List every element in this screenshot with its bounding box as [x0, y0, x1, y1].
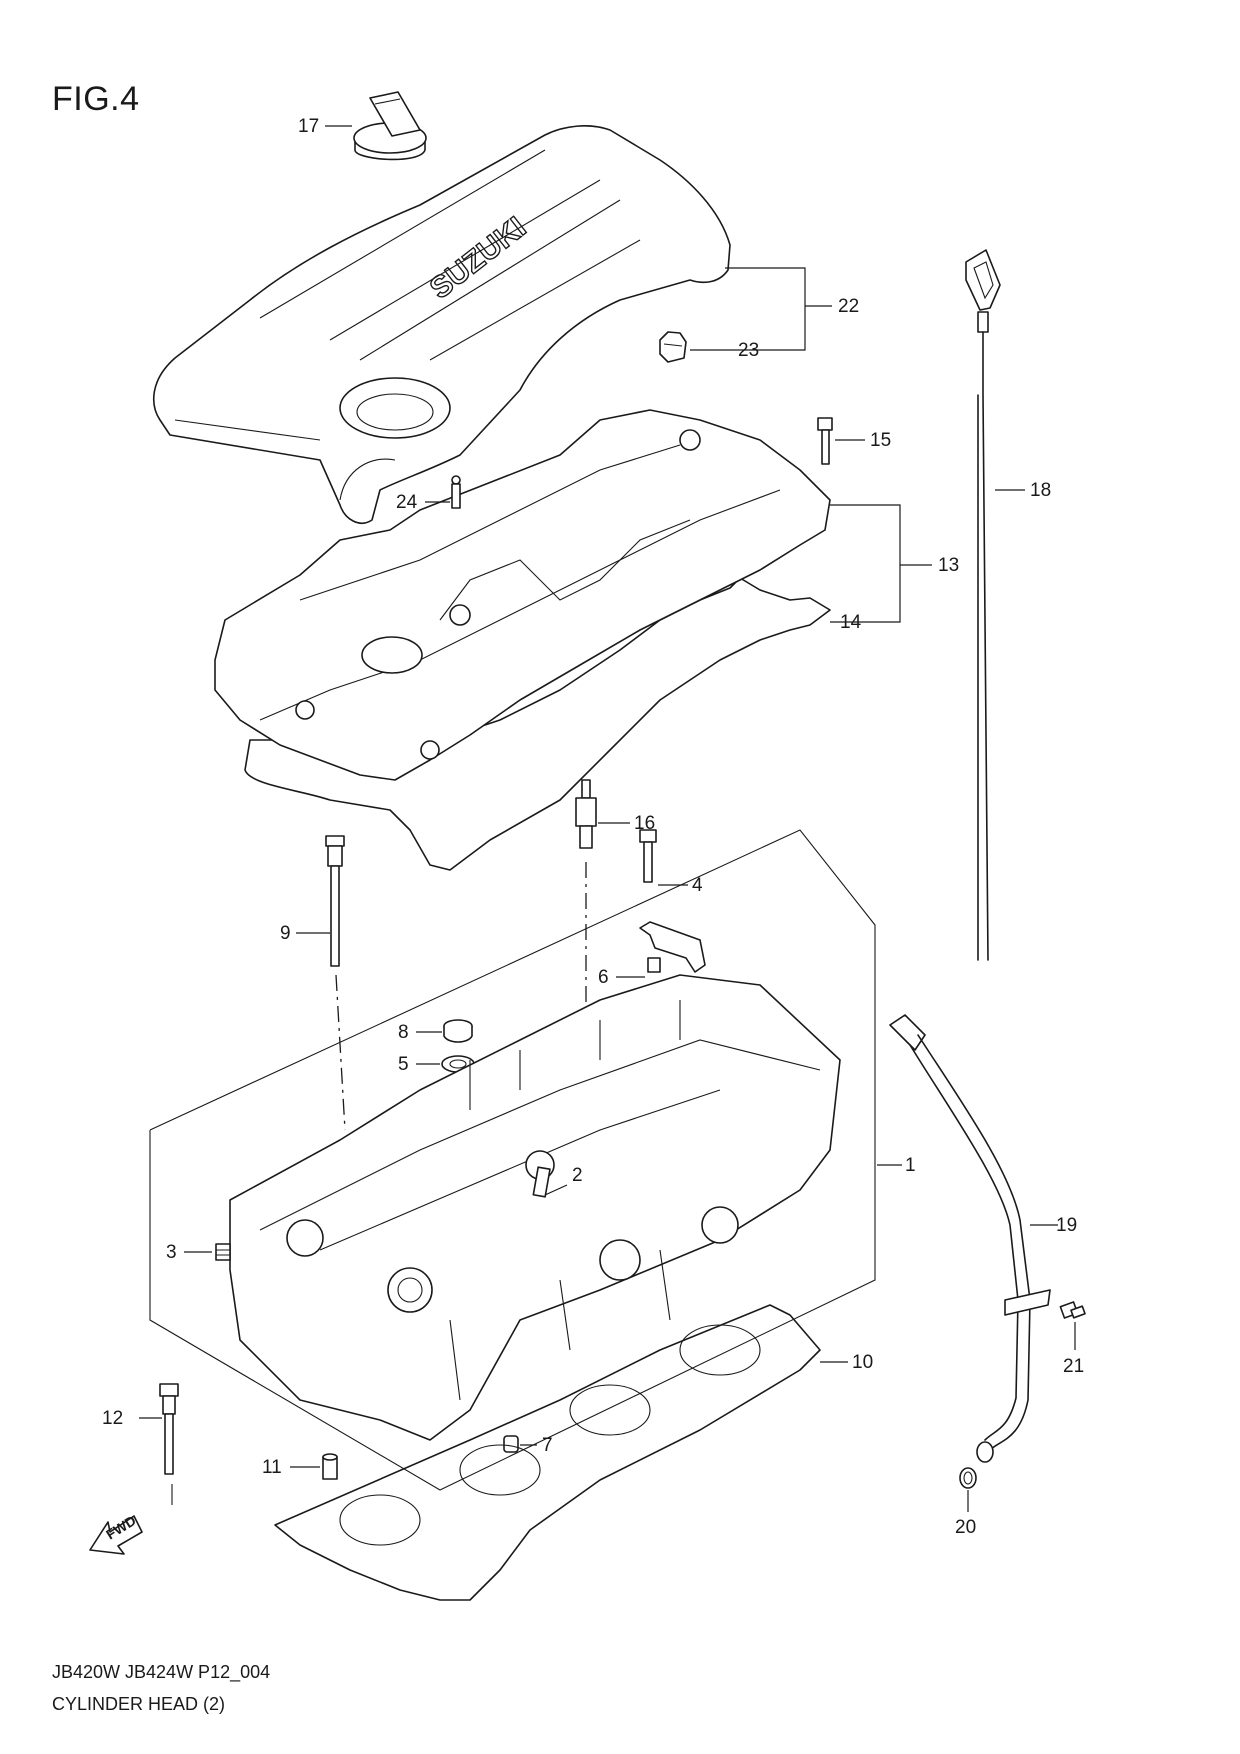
- diagram-title: CYLINDER HEAD (2): [52, 1694, 226, 1714]
- callout-20: 20: [955, 1517, 977, 1538]
- callout-15: 15: [870, 430, 892, 451]
- head-cover-gasket: [244, 577, 831, 871]
- head-bolt-9: [325, 835, 346, 1131]
- callout-9: 9: [280, 923, 291, 944]
- head-gasket: [274, 1304, 821, 1601]
- callout-24: 24: [396, 492, 418, 513]
- figure-title: FIG.4: [52, 80, 140, 118]
- fwd-arrow: FWD: [89, 1512, 143, 1555]
- callout-17: 17: [298, 116, 320, 137]
- assembly-bracket-1: [149, 829, 876, 1491]
- oil-gauge-guide: [889, 1014, 1051, 1463]
- bolt-15: [817, 417, 833, 465]
- callout-2: 2: [572, 1165, 583, 1186]
- callout-7: 7: [542, 1435, 553, 1456]
- callout-19: 19: [1056, 1215, 1078, 1236]
- nut-23: [659, 331, 687, 363]
- callout-10: 10: [852, 1352, 874, 1373]
- diagram-code: JB420W JB424W P12_004: [52, 1662, 271, 1682]
- oil-level-gauge: [965, 249, 1001, 961]
- cylinder-head: [229, 974, 841, 1441]
- callout-3: 3: [166, 1242, 177, 1263]
- plug-7: [503, 1435, 519, 1453]
- callout-13: 13: [938, 555, 960, 576]
- plug-3: [215, 1243, 231, 1261]
- leader-lines: [139, 125, 1076, 1512]
- callout-14: 14: [840, 612, 862, 633]
- callout-6: 6: [598, 967, 609, 988]
- callout-11: 11: [262, 1457, 282, 1478]
- camshaft-cap: [639, 921, 706, 973]
- spark-plug: [575, 779, 597, 1035]
- stud-24: [451, 475, 461, 509]
- o-ring-20: [959, 1467, 977, 1489]
- bolt-4: [639, 829, 657, 883]
- bolt-21: [1059, 1301, 1086, 1319]
- cylinder-head-cover: [214, 409, 831, 781]
- dowel-pin-11: [322, 1453, 338, 1480]
- callout-4: 4: [692, 875, 703, 896]
- bolt-12: [159, 1383, 179, 1505]
- oil-filler-cap: [353, 91, 427, 161]
- callout-8: 8: [398, 1022, 409, 1043]
- callout-1: 1: [905, 1155, 916, 1176]
- callout-12: 12: [102, 1408, 124, 1429]
- callout-16: 16: [634, 813, 656, 834]
- callout-21: 21: [1063, 1356, 1085, 1377]
- callout-5: 5: [398, 1054, 409, 1075]
- callout-22: 22: [838, 296, 860, 317]
- plug-8: [443, 1019, 473, 1043]
- engine-cover: [153, 125, 731, 524]
- callout-23: 23: [738, 340, 760, 361]
- callout-18: 18: [1030, 480, 1052, 501]
- pin-6: [647, 957, 661, 973]
